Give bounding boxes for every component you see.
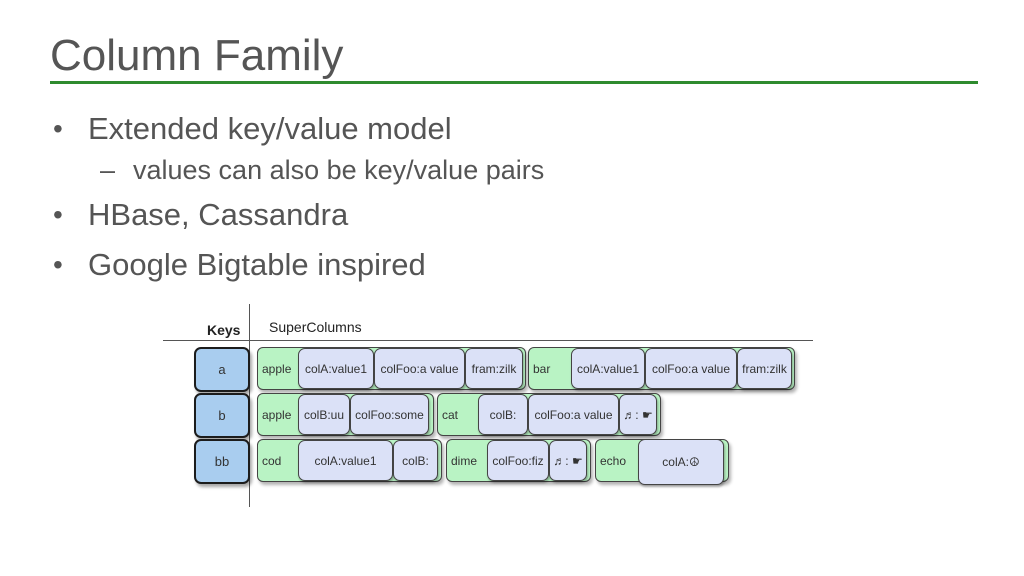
sub-bullet-item: – values can also be key/value pairs	[50, 152, 950, 188]
column-family-diagram: Keys SuperColumns a apple colA:value1 co…	[163, 300, 813, 510]
row-key: b	[194, 393, 250, 438]
column-cell: colFoo:fiz	[487, 440, 549, 481]
bullet-text: Google Bigtable inspired	[88, 247, 426, 282]
supercolumn: echo colA:☮	[595, 439, 729, 485]
column-cell: colA:value1	[298, 440, 393, 481]
supercolumn: apple colA:value1 colFoo:a value fram:zi…	[257, 347, 526, 390]
row-key: bb	[194, 439, 250, 484]
column-cell: colB:uu	[298, 394, 350, 435]
bullet-dot-icon: •	[53, 249, 63, 280]
column-cell: colFoo:a value	[374, 348, 465, 389]
column-cell: colA:value1	[571, 348, 645, 389]
supercolumn-name: dime	[451, 453, 478, 468]
supercolumn: dime colFoo:fiz ♬: ☛	[446, 439, 591, 482]
keys-header: Keys	[207, 322, 241, 338]
title-underline	[50, 81, 978, 84]
bullet-item: • HBase, Cassandra	[50, 194, 950, 236]
column-cell: colFoo:some	[350, 394, 429, 435]
supercolumn-name: echo	[600, 453, 627, 468]
slide-title: Column Family	[50, 31, 344, 80]
sub-bullet-text: values can also be key/value pairs	[133, 155, 545, 185]
bullet-item: • Google Bigtable inspired	[50, 244, 950, 286]
column-cell: fram:zilk	[737, 348, 792, 389]
row-key: a	[194, 347, 250, 392]
bullet-dot-icon: •	[53, 113, 63, 144]
supercolumns-header: SuperColumns	[269, 319, 362, 335]
bullet-list: • Extended key/value model – values can …	[50, 108, 950, 294]
column-cell: colA:value1	[298, 348, 374, 389]
bullet-text: HBase, Cassandra	[88, 197, 349, 232]
column-cell: ♬: ☛	[549, 440, 587, 481]
supercolumn-name: bar	[533, 361, 551, 376]
column-cell: colFoo:a value	[528, 394, 619, 435]
header-divider-horizontal	[163, 340, 813, 341]
column-cell: colB:	[478, 394, 528, 435]
dash-icon: –	[100, 155, 116, 185]
supercolumn: cat colB: colFoo:a value ♬: ☛	[437, 393, 661, 436]
bullet-item: • Extended key/value model	[50, 108, 950, 150]
supercolumn-name: cat	[442, 407, 459, 422]
column-cell: fram:zilk	[465, 348, 523, 389]
bullet-text: Extended key/value model	[88, 111, 452, 146]
supercolumn: cod colA:value1 colB:	[257, 439, 442, 482]
supercolumn: apple colB:uu colFoo:some	[257, 393, 434, 436]
bullet-dot-icon: •	[53, 199, 63, 230]
supercolumn-name: apple	[262, 407, 292, 422]
column-cell: colA:☮	[638, 439, 724, 485]
column-cell: colB:	[393, 440, 438, 481]
supercolumn-name: cod	[262, 453, 282, 468]
supercolumn-name: apple	[262, 361, 292, 376]
column-cell: colFoo:a value	[645, 348, 737, 389]
column-cell: ♬: ☛	[619, 394, 657, 435]
supercolumn: bar colA:value1 colFoo:a value fram:zilk	[528, 347, 795, 390]
